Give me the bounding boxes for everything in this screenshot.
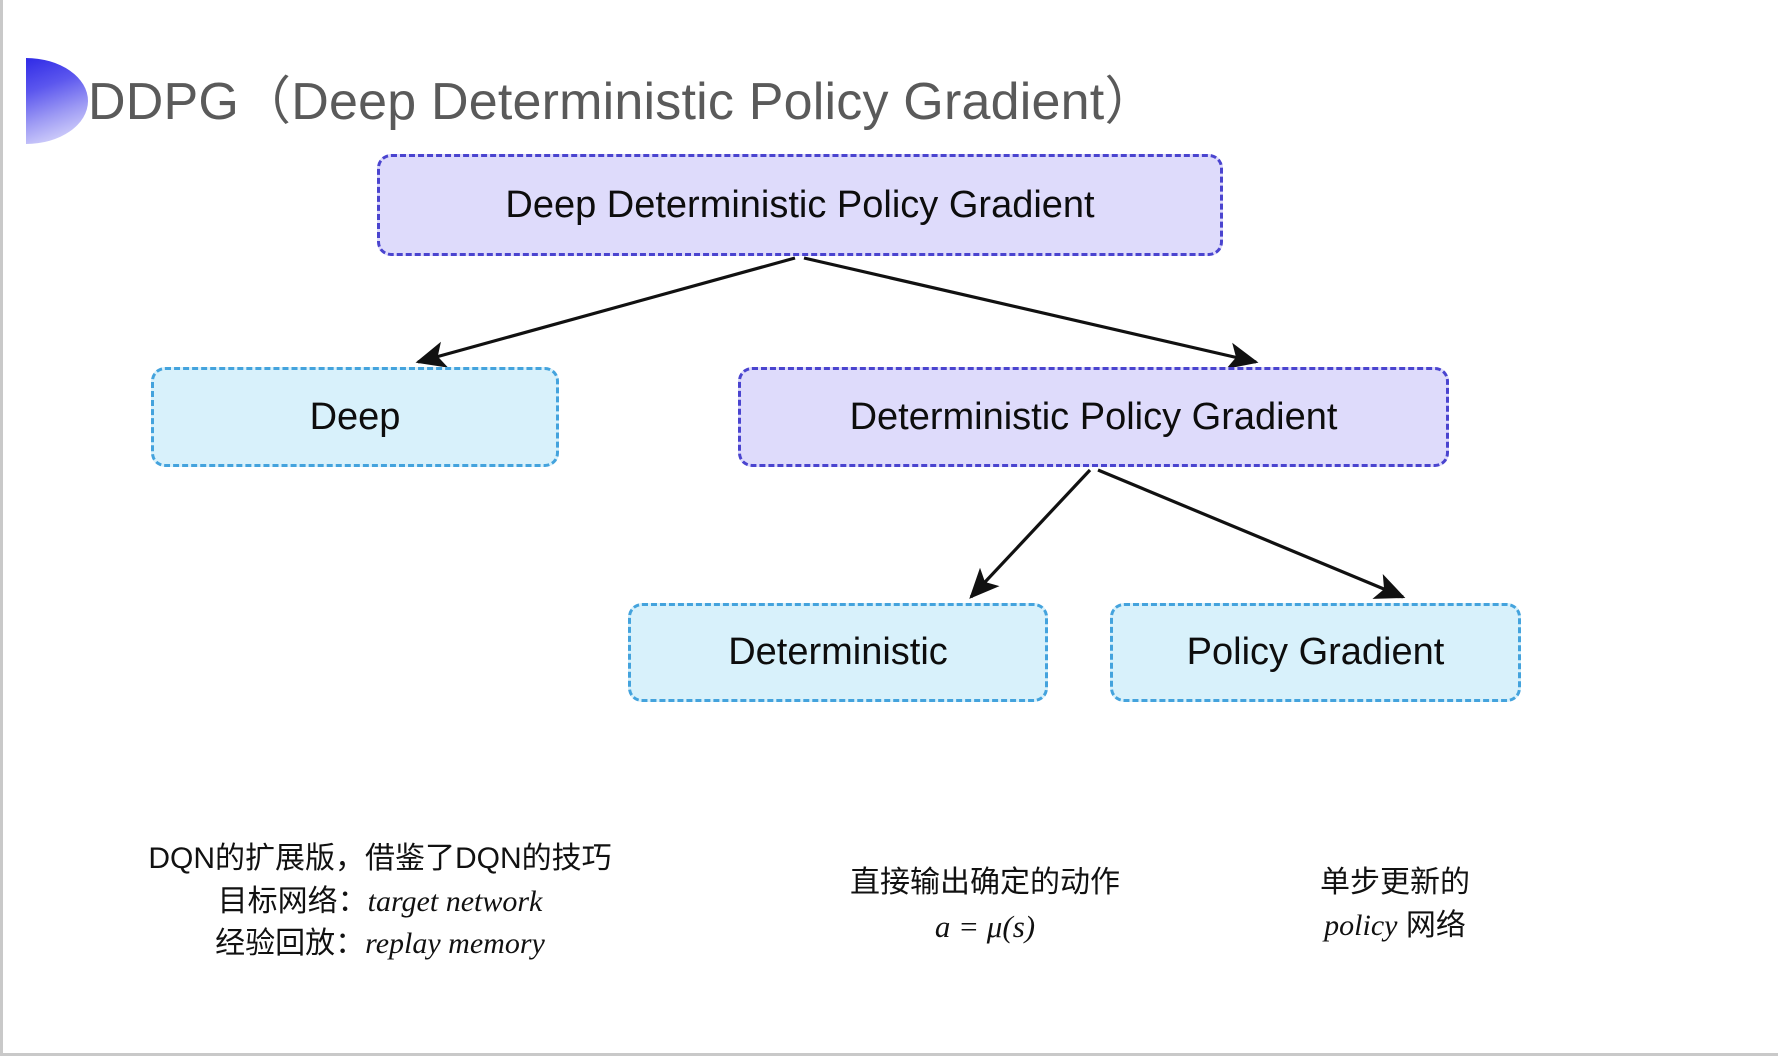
caption-policy-gradient-line1: 单步更新的 <box>1320 866 1470 899</box>
edge-root-to-dpg <box>803 256 1259 369</box>
caption-policy-gradient-suffix: 网络 <box>1397 908 1466 942</box>
caption-deep-line2: 目标网络：target network <box>100 881 660 924</box>
caption-deep-line3: 经验回放：replay memory <box>100 923 660 966</box>
caption-policy-gradient: 单步更新的 policy 网络 <box>1155 862 1635 947</box>
caption-deep-line2-label: 目标网络： <box>217 884 368 918</box>
diagram-node-deep[interactable]: Deep <box>151 367 559 467</box>
slide-left-border <box>0 0 3 1056</box>
caption-deep-line3-label: 经验回放： <box>215 927 366 961</box>
caption-deep-line2-term: target network <box>367 884 543 918</box>
edge-dpg-to-policy-gradient <box>1097 468 1406 599</box>
page-title: DDPG（Deep Deterministic Policy Gradient） <box>88 73 1157 131</box>
edge-root-to-deep <box>415 256 796 368</box>
slide-bottom-border <box>0 1053 1778 1056</box>
diagram-node-deterministic[interactable]: Deterministic <box>628 603 1048 702</box>
edge-dpg-to-deterministic <box>969 468 1092 599</box>
caption-deterministic: 直接输出确定的动作 a = μ(s) <box>705 862 1265 949</box>
diagram-node-root-label: Deep Deterministic Policy Gradient <box>505 183 1095 226</box>
diagram-node-deterministic-policy-gradient[interactable]: Deterministic Policy Gradient <box>738 367 1449 467</box>
caption-deep-line3-term: replay memory <box>365 927 545 961</box>
diagram-node-policy-gradient[interactable]: Policy Gradient <box>1110 603 1521 702</box>
diagram-node-dpg-label: Deterministic Policy Gradient <box>849 395 1338 438</box>
caption-deterministic-line1: 直接输出确定的动作 <box>850 866 1120 899</box>
title-bullet-icon <box>26 58 88 144</box>
diagram-node-policy-gradient-label: Policy Gradient <box>1186 631 1445 673</box>
diagram-node-deterministic-label: Deterministic <box>728 631 948 673</box>
caption-policy-gradient-term: policy <box>1324 908 1398 942</box>
diagram-node-deep-label: Deep <box>309 395 401 438</box>
caption-policy-gradient-line2: policy 网络 <box>1155 905 1635 948</box>
caption-deterministic-formula: a = μ(s) <box>934 908 1036 944</box>
caption-deep-line1: DQN的扩展版，借鉴了DQN的技巧 <box>148 842 612 875</box>
diagram-node-root[interactable]: Deep Deterministic Policy Gradient <box>377 154 1223 256</box>
caption-deep: DQN的扩展版，借鉴了DQN的技巧 目标网络：target network 经验… <box>100 838 660 966</box>
